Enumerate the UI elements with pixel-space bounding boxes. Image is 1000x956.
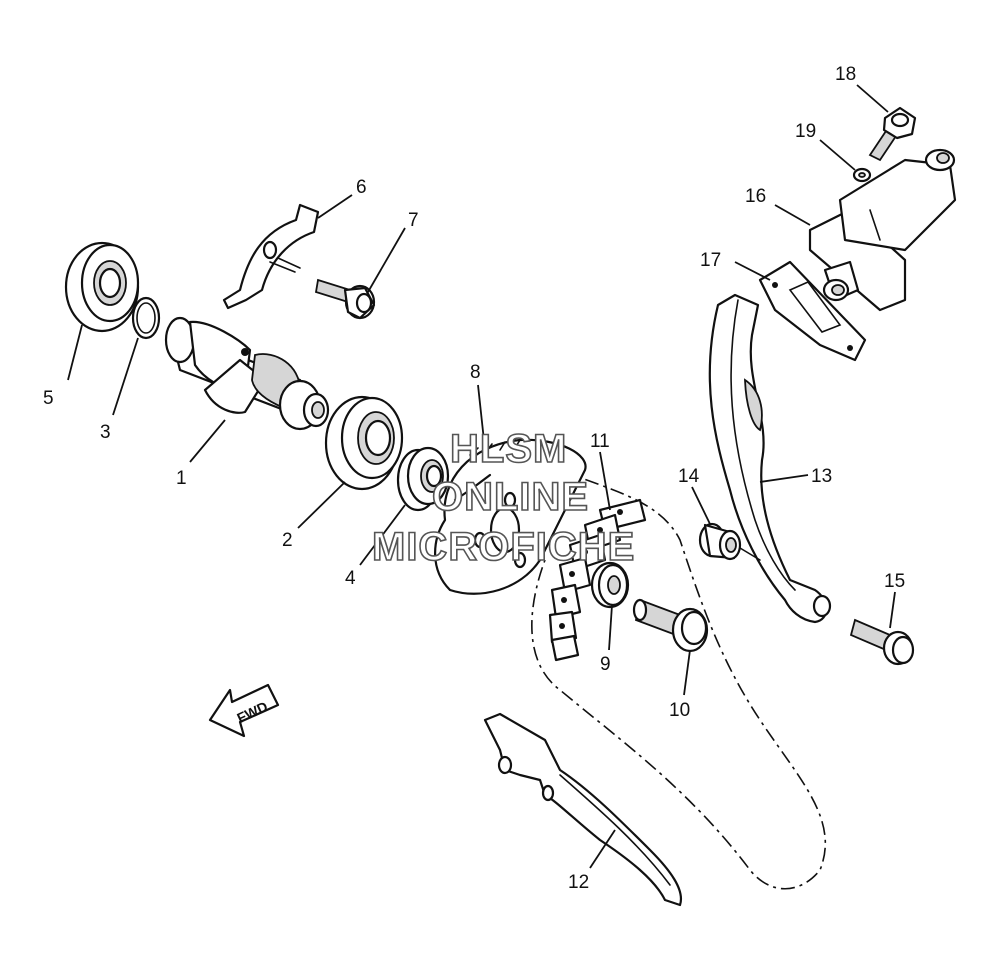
callout-17: 17 <box>700 250 721 271</box>
watermark-line-1: HLSM <box>450 427 567 471</box>
callout-16: 16 <box>745 186 766 207</box>
callout-18: 18 <box>835 64 856 85</box>
callout-7: 7 <box>408 210 419 231</box>
callout-14: 14 <box>678 466 700 487</box>
callout-1: 1 <box>176 468 187 489</box>
part-2-bearing <box>324 395 404 491</box>
part-9-washer <box>590 561 630 609</box>
part-13-guide <box>708 293 832 624</box>
leader-lines <box>67 84 896 869</box>
cam-chain-path <box>531 469 826 890</box>
part-4-spacer <box>396 446 450 512</box>
part-5-bearing <box>64 241 140 333</box>
part-11-chain <box>548 498 647 662</box>
part-17-gasket <box>758 260 867 362</box>
callout-5: 5 <box>43 388 54 409</box>
callout-19: 19 <box>795 121 816 142</box>
part-15-bolt <box>849 618 915 666</box>
callout-12: 12 <box>568 872 589 893</box>
callout-3: 3 <box>100 422 111 443</box>
part-12-guide <box>483 712 683 907</box>
callout-10: 10 <box>669 700 690 721</box>
callout-2: 2 <box>282 530 293 551</box>
part-3-o-ring <box>131 296 161 340</box>
callout-labels: 1 2 3 4 5 6 7 8 9 10 11 12 13 14 15 16 1… <box>43 64 905 893</box>
part-10-bolt <box>632 598 709 653</box>
callout-6: 6 <box>356 177 367 198</box>
callout-13: 13 <box>811 466 832 487</box>
part-1-camshaft <box>164 316 330 431</box>
part-6-bracket <box>222 203 320 310</box>
callout-11: 11 <box>590 431 610 452</box>
callout-15: 15 <box>884 571 905 592</box>
callout-8: 8 <box>470 362 481 383</box>
part-19-washer <box>852 167 872 183</box>
watermark-line-2: ONLINE <box>432 475 589 519</box>
watermark: HLSM ONLINE MICROFICHE <box>371 426 635 570</box>
fwd-arrow: FWD <box>208 683 280 738</box>
callout-4: 4 <box>345 568 356 589</box>
part-7-bolt <box>314 278 376 320</box>
part-18-bolt <box>868 106 917 162</box>
callout-9: 9 <box>600 654 611 675</box>
part-14-collar <box>698 522 761 561</box>
part-16-tensioner <box>808 148 957 312</box>
watermark-line-3: MICROFICHE <box>372 525 635 569</box>
part-8-sprocket <box>434 438 587 595</box>
